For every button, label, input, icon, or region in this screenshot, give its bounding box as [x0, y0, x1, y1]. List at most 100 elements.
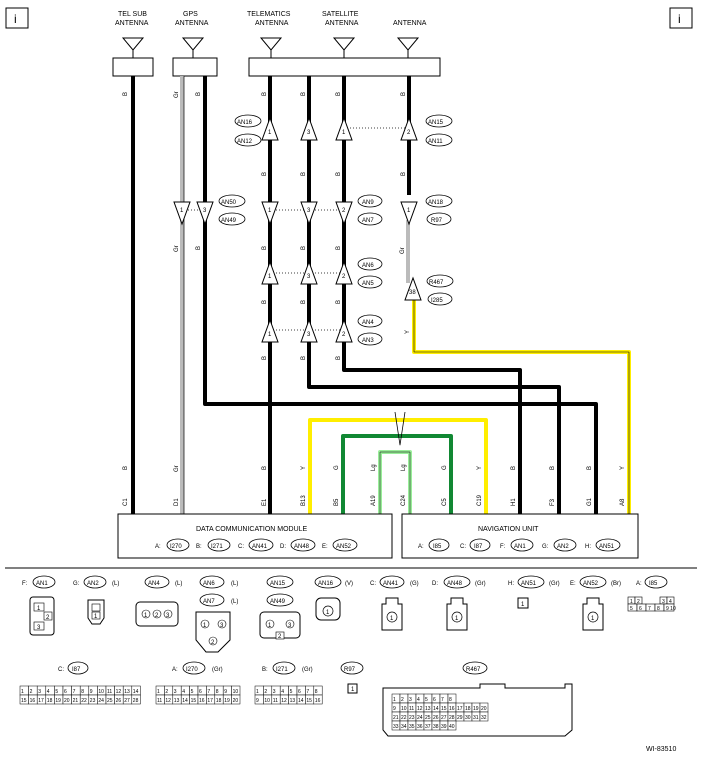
- pin-number: 7: [441, 697, 444, 703]
- pin-number: 6: [433, 697, 436, 703]
- pin-number: 14: [433, 706, 439, 712]
- pin-number: 13: [425, 706, 431, 712]
- svg-text:A:: A:: [155, 544, 161, 550]
- pin-number: 23: [409, 715, 415, 721]
- nav-connectors: A: I85 C: I87 F: AN1 G: AN2 H: AN51: [418, 538, 621, 552]
- navigation-unit-box: [401, 513, 639, 559]
- corner-box-right: [669, 7, 693, 29]
- pin-cell: [447, 720, 457, 731]
- pin-number: 22: [401, 715, 407, 721]
- svg-text:2: 2: [342, 208, 346, 214]
- svg-text:AN1: AN1: [36, 581, 48, 587]
- svg-text:(L): (L): [231, 599, 238, 605]
- svg-text:B: B: [262, 356, 268, 360]
- pin-number: 30: [465, 715, 471, 721]
- svg-text:C:: C:: [238, 544, 244, 550]
- pin-number: 8: [81, 689, 84, 695]
- pin-number: 4: [281, 689, 284, 695]
- pin-number: 1: [157, 689, 160, 695]
- pin-number: 13: [174, 698, 180, 704]
- pin-number: 10: [98, 689, 104, 695]
- svg-text:C5: C5: [442, 498, 448, 506]
- svg-text:AN6: AN6: [203, 581, 215, 587]
- pin-number: 19: [473, 706, 479, 712]
- svg-text:AN52: AN52: [336, 544, 352, 550]
- pin-number: 11: [107, 689, 112, 695]
- pin-number: 21: [393, 715, 399, 721]
- svg-text:B: B: [301, 356, 307, 360]
- svg-text:3: 3: [307, 274, 311, 280]
- pin-number: 22: [81, 698, 87, 704]
- svg-text:AN49: AN49: [270, 599, 286, 605]
- svg-text:AN16: AN16: [318, 581, 334, 587]
- svg-text:B: B: [511, 466, 517, 470]
- label-an18: AN18: [428, 200, 444, 206]
- svg-text:1: 1: [351, 687, 355, 693]
- pin-number: 10: [264, 698, 270, 704]
- corner-box-left: [5, 7, 29, 29]
- pin-number: 13: [290, 698, 296, 704]
- svg-text:1: 1: [37, 606, 41, 612]
- svg-text:1: 1: [521, 602, 525, 608]
- label-an16: AN16: [237, 120, 253, 126]
- svg-text:B: B: [123, 466, 129, 470]
- tel-sub-box: [112, 57, 154, 77]
- pin-number: 7: [306, 689, 309, 695]
- pin-number: 15: [441, 706, 447, 712]
- svg-text:G: G: [334, 465, 340, 470]
- svg-text:1: 1: [268, 623, 272, 629]
- svg-text:E1: E1: [262, 498, 268, 506]
- svg-text:3: 3: [307, 332, 311, 338]
- pin-number: 20: [64, 698, 70, 704]
- svg-text:B: B: [301, 300, 307, 304]
- label-r97: R97: [431, 218, 443, 224]
- svg-text:D1: D1: [174, 498, 180, 506]
- svg-text:I87: I87: [72, 667, 81, 673]
- svg-text:G:: G:: [73, 581, 80, 587]
- wire-color-labels: B Gr B B B B B B B B B Gr B B B B Gr B B…: [123, 91, 626, 472]
- svg-text:1: 1: [268, 274, 272, 280]
- svg-text:B: B: [587, 466, 593, 470]
- pin-number: 17: [207, 698, 213, 704]
- pin-number: 27: [124, 698, 130, 704]
- svg-text:Gr: Gr: [174, 465, 180, 472]
- pin-number: 20: [233, 698, 239, 704]
- svg-text:R97: R97: [344, 667, 356, 673]
- gps-box: [172, 57, 218, 77]
- svg-text:I271: I271: [211, 544, 223, 550]
- pin-number: 4: [47, 689, 50, 695]
- svg-text:AN2: AN2: [557, 544, 569, 550]
- inline-connectors: [173, 116, 422, 343]
- pin-number: 16: [315, 698, 321, 704]
- svg-text:2: 2: [342, 274, 346, 280]
- svg-text:Y: Y: [301, 466, 307, 470]
- svg-text:B: B: [336, 356, 342, 360]
- pin-number: 3: [38, 689, 41, 695]
- svg-text:1: 1: [268, 332, 272, 338]
- pin-number: 9: [256, 698, 259, 704]
- pin-number: 36: [417, 724, 423, 730]
- svg-text:B: B: [262, 246, 268, 250]
- gps-label-2: ANTENNA: [175, 20, 209, 27]
- pin-number: 3: [273, 689, 276, 695]
- svg-text:A8: A8: [620, 498, 626, 506]
- svg-text:I85: I85: [649, 581, 658, 587]
- svg-text:E:: E:: [570, 581, 576, 587]
- pin-number: 26: [116, 698, 122, 704]
- svg-text:AN4: AN4: [148, 581, 160, 587]
- label-an5: AN5: [362, 281, 374, 287]
- svg-text:AN2: AN2: [87, 581, 99, 587]
- pin-number: 26: [433, 715, 439, 721]
- module-pin-labels: C1 D1 E1 B13 B5 A19 C24 C5 C19 H1 F3 G1 …: [123, 494, 626, 506]
- svg-text:AN41: AN41: [383, 581, 399, 587]
- svg-text:E:: E:: [322, 544, 328, 550]
- svg-text:B: B: [336, 246, 342, 250]
- antenna-assembly-box: [248, 57, 441, 77]
- svg-text:B:: B:: [196, 544, 202, 550]
- svg-text:AN51: AN51: [599, 544, 615, 550]
- pin-number: 29: [457, 715, 463, 721]
- pin-number: 15: [21, 698, 27, 704]
- nav-title: NAVIGATION UNIT: [478, 526, 539, 533]
- label-an6: AN6: [362, 263, 374, 269]
- svg-text:AN15: AN15: [270, 581, 286, 587]
